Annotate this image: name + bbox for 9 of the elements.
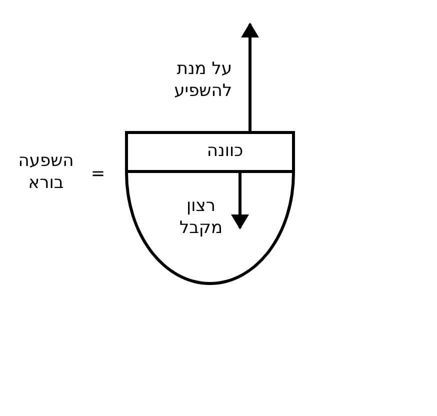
rectangle-node [125, 131, 295, 173]
bowl-shape [125, 170, 295, 285]
node-label: כוונה [206, 140, 244, 162]
side-label: השפעה בורא [17, 150, 75, 194]
node-label: רצון מקבל [178, 195, 224, 239]
edge-label: על מנת להשפיע [173, 58, 232, 102]
equals-sign: = [90, 163, 106, 185]
arrow [241, 22, 259, 131]
arrow [231, 173, 249, 230]
